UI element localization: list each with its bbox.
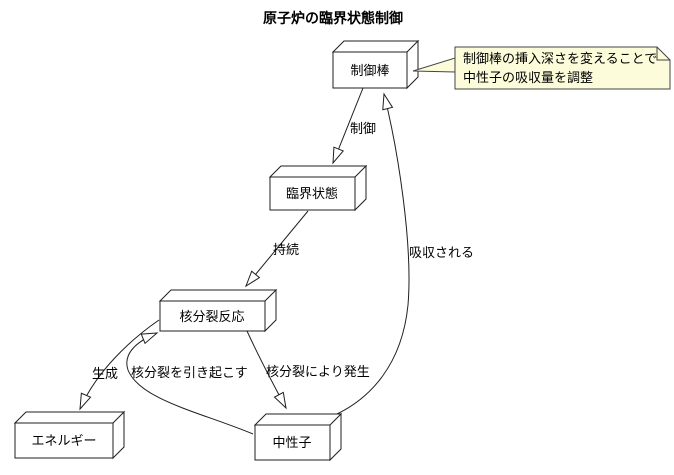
edge-sustain-line: [244, 210, 309, 288]
note: 制御棒の挿入深さを変えることで 中性子の吸収量を調整: [412, 46, 671, 90]
node-energy-label: エネルギー: [31, 434, 96, 449]
edge-control-label: 制御: [350, 122, 376, 137]
note-fold-corner: [656, 47, 670, 61]
edge-sustain: 持続: [244, 210, 309, 288]
node-fission-reaction-shape: [158, 288, 278, 333]
edge-cause-fission: 核分裂を引き起こす: [126, 332, 254, 435]
node-energy: エネルギー: [13, 410, 126, 460]
edge-sustain-label: 持続: [273, 243, 299, 258]
edge-cause-fission-label: 核分裂を引き起こす: [131, 366, 248, 381]
edge-control: 制御: [332, 87, 376, 165]
note-body: [454, 46, 671, 90]
note-text-line-2: 中性子の吸収量を調整: [463, 71, 593, 86]
node-critical-state-label: 臨界状態: [286, 186, 338, 202]
edge-generate-energy-line: [79, 319, 160, 411]
note-text-line-1: 制御棒の挿入深さを変えることで: [463, 51, 657, 67]
node-neutron-shape: [253, 412, 343, 462]
node-energy-shape: [13, 410, 126, 460]
node-fission-reaction: 核分裂反応: [158, 288, 278, 333]
edge-produced-by-fission-line: [246, 330, 287, 410]
edge-absorbed: 吸収される: [336, 92, 474, 415]
edge-control-line: [332, 87, 364, 165]
node-fission-reaction-label: 核分裂反応: [179, 310, 244, 325]
node-control-rod: 制御棒: [331, 39, 420, 90]
edge-absorbed-line: [336, 92, 410, 415]
edge-produced-by-fission: 核分裂により発生: [246, 330, 370, 410]
edge-produced-by-fission-label: 核分裂により発生: [266, 365, 370, 380]
node-critical-state-shape: [268, 164, 368, 212]
node-critical-state: 臨界状態: [268, 164, 368, 212]
node-control-rod-label: 制御棒: [350, 64, 389, 79]
note-connector: [412, 57, 456, 73]
edge-absorbed-label: 吸収される: [409, 246, 474, 261]
edge-generate-energy-label: 生成: [92, 367, 118, 382]
node-neutron: 中性子: [253, 412, 343, 462]
edge-cause-fission-line: [126, 332, 254, 435]
node-control-rod-shape: [331, 39, 420, 90]
node-neutron-label: 中性子: [272, 436, 311, 451]
edge-generate-energy: 生成: [79, 319, 160, 411]
diagram-title: 原子炉の臨界状態制御: [263, 10, 403, 27]
